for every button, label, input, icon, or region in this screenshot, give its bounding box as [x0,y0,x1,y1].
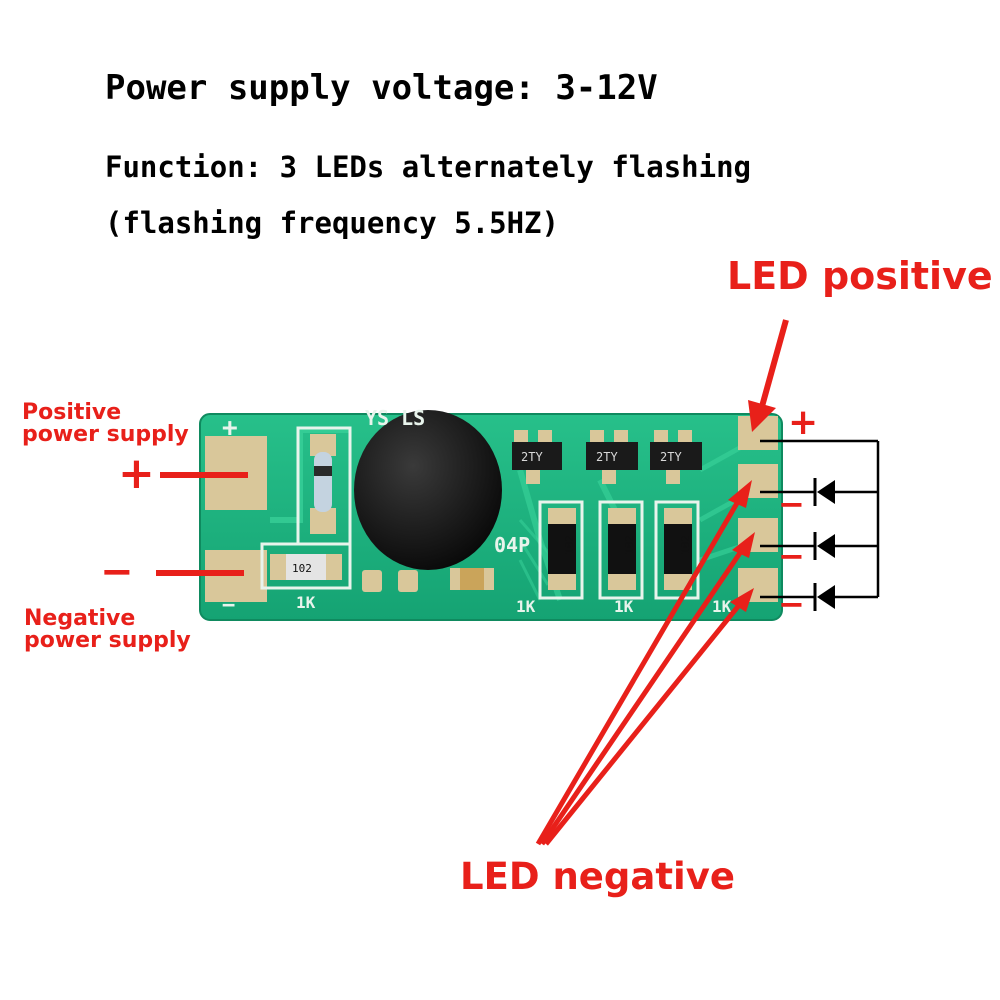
transistor-3: 2TY [650,430,702,484]
led2-diode-icon [813,532,835,560]
resistor-vertical-2: 102 [598,500,644,600]
transistor-1: 2TY [512,430,562,484]
pad-small-2 [398,570,418,592]
silk-1k-2: 1K [516,597,536,616]
negative-power-line1: Negative [24,606,136,631]
pcb-plus-silkscreen: + [222,413,238,443]
positive-supply-symbol: + [118,448,155,499]
transistor-2-code: 2TY [596,450,618,464]
ic-epoxy-blob [354,410,502,570]
resistor-vertical-3: 102 [654,500,700,600]
diode-component [296,426,352,546]
transistor-3-code: 2TY [660,450,682,464]
resistor-horizontal: 102 [260,542,352,590]
silk-1k-4: 1K [712,597,732,616]
resistor-vertical-1: 102 [538,500,584,600]
positive-power-supply-label: Positive power supply [22,402,189,446]
led-negative-arrows [535,480,755,846]
negative-power-line2: power supply [24,628,191,653]
silk-1k-3: 1K [614,597,634,616]
led1-negative-symbol: − [778,485,805,523]
led-negative-label: LED negative [460,855,735,898]
board-mid-silkscreen: 04P [494,533,530,557]
board-top-silkscreen: YS LS [365,406,425,430]
negative-supply-symbol: − [100,549,134,595]
resistor-vertical-3-code: 102 [679,535,692,555]
led-schematic [760,439,880,599]
led-positive-symbol: + [788,402,819,443]
led3-negative-symbol: − [778,585,805,623]
led-positive-label: LED positive [727,254,993,298]
transistor-2: 2TY [586,430,638,484]
resistor-horizontal-code: 102 [292,562,312,575]
pcb-minus-silkscreen: − [222,593,235,618]
resistor-vertical-1-code: 102 [563,535,576,555]
positive-power-line2: power supply [22,422,189,447]
led-positive-arrow [748,319,789,432]
led2-negative-symbol: − [778,537,805,575]
negative-power-supply-label: Negative power supply [24,608,191,652]
silk-1k-1: 1K [296,593,316,612]
supply-voltage-heading: Power supply voltage: 3-12V [105,68,658,108]
pad-small-1 [362,570,382,592]
resistor-vertical-2-code: 102 [623,535,636,555]
positive-power-line1: Positive [22,400,122,425]
capacitor [450,568,494,590]
flashing-frequency: (flashing frequency 5.5HZ) [105,206,559,240]
led3-diode-icon [813,583,835,611]
led1-diode-icon [813,478,835,506]
transistor-1-code: 2TY [521,450,543,464]
function-description: Function: 3 LEDs alternately flashing [105,150,752,184]
